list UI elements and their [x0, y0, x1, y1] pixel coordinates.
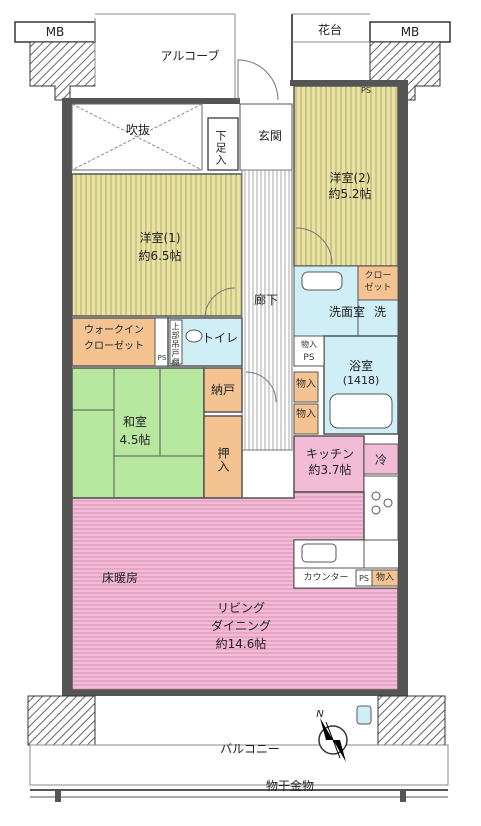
hallway-label: 廊下 — [253, 293, 278, 307]
drying-hardware-label: 物干金物 — [265, 779, 314, 793]
balcony-label: バルコニー — [220, 742, 280, 756]
living-size: 約14.6帖 — [215, 637, 267, 651]
western-room-1-size: 約6.5帖 — [138, 249, 182, 263]
entrance-door — [237, 59, 279, 101]
hallway — [241, 169, 293, 451]
living-line2: ダイニング — [210, 619, 271, 633]
mb-label-left: MB — [45, 25, 65, 39]
western-room-2-size: 約5.2帖 — [328, 187, 372, 201]
ps-kitchen-label: PS — [359, 574, 369, 583]
western-room-1-name: 洋室(1) — [139, 231, 181, 245]
closet-line1: クロー — [364, 271, 392, 281]
upper-storage-label: 上部吊戸棚 — [171, 322, 180, 367]
kitchen-size: 約3.7帖 — [308, 463, 352, 477]
washer-label: 洗 — [373, 305, 386, 319]
storeroom-label: 納戸 — [210, 383, 235, 397]
alcove-label: アルコーブ — [160, 49, 220, 63]
compass-north-label: N — [316, 709, 324, 720]
storage-kitchen-label: 物入 — [375, 573, 394, 583]
storage-a — [293, 371, 319, 403]
shoe-box-label: 下足入 — [214, 130, 227, 166]
walk-in-closet — [71, 317, 169, 367]
storage-b — [293, 403, 319, 435]
storeroom — [203, 367, 243, 413]
closet-line2: ゼット — [364, 283, 392, 293]
mb-label-right: MB — [400, 25, 420, 39]
storage-kitchen — [371, 569, 399, 587]
balcony — [29, 744, 449, 786]
western-room-2-name: 洋室(2) — [329, 171, 371, 185]
western-room-1 — [71, 173, 243, 317]
japanese-room — [71, 367, 205, 499]
counter-label: カウンター — [303, 573, 349, 583]
japanese-room-size: 4.5帖 — [119, 433, 151, 447]
living-dining — [71, 491, 399, 691]
void-label: 吹抜 — [125, 123, 150, 137]
shoe-box — [207, 117, 239, 171]
pillar-top-left — [29, 41, 96, 101]
storage-b-label: 物入 — [296, 409, 316, 420]
kitchen — [293, 435, 365, 493]
storage-a-label: 物入 — [296, 379, 316, 390]
entrance-label: 玄関 — [257, 129, 282, 143]
japanese-room-name: 和室 — [122, 415, 147, 429]
living-line1: リビング — [216, 601, 265, 615]
bathroom-name: 浴室 — [348, 359, 373, 373]
floor-heating-label: 床暖房 — [101, 571, 138, 585]
refrigerator — [363, 443, 399, 475]
washroom-label: 洗面室 — [328, 305, 365, 319]
toilet-label: トイレ — [201, 331, 238, 345]
ps-mid-label: PS — [303, 353, 315, 363]
bathroom-size: (1418) — [342, 374, 380, 387]
wic-line1: ウォークイン — [84, 325, 144, 336]
outdoor-unit — [356, 705, 372, 725]
pillar-bottom-left — [27, 695, 96, 746]
pillar-bottom-right — [377, 695, 446, 746]
ps-top-label: PS — [361, 86, 371, 95]
wic-line2: クローゼット — [84, 341, 144, 352]
flower-bed-label: 花台 — [317, 23, 342, 37]
ps-wic-label: PS — [157, 354, 167, 362]
compass-rose — [318, 718, 348, 762]
oshiire-label: 押入 — [216, 447, 230, 473]
western-room-2 — [293, 85, 399, 267]
kitchen-name: キッチン — [305, 447, 354, 461]
refrigerator-label: 冷 — [374, 453, 387, 467]
storage-small-label: 物入 — [301, 340, 317, 349]
oshiire — [203, 415, 243, 499]
